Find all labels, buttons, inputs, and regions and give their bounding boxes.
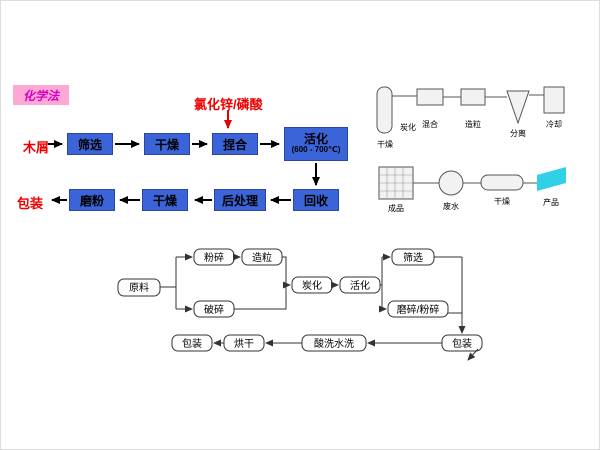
phys-flow-labels: 原料 粉碎 造粒 破碎 炭化 活化 筛选 磨碎/粉碎 包装 酸洗水洗 烘干 包装 <box>129 251 472 350</box>
label-carbonize: 炭化 <box>302 279 322 292</box>
label-acid-wash: 酸洗水洗 <box>314 337 354 350</box>
input-material-label: 木屑 <box>23 140 50 155</box>
mixer-unit <box>416 88 444 106</box>
process-box-grind: 磨粉 <box>69 189 115 211</box>
phys-flow-lines <box>160 253 479 361</box>
label-waste-water: 废水 <box>443 201 459 211</box>
carbonization-column <box>376 86 393 134</box>
cyclone-separator <box>506 90 530 125</box>
label-cool: 冷却 <box>546 119 562 129</box>
packing-label: 包装 <box>17 196 44 211</box>
label-pulverize: 粉碎 <box>204 251 224 264</box>
process-box-sieve: 筛选 <box>67 133 113 155</box>
process-box-recovery: 回收 <box>293 189 339 211</box>
label-carbonize: 炭化 <box>400 122 416 132</box>
cooler-unit <box>543 86 565 114</box>
label-raw-material: 原料 <box>129 281 149 294</box>
process-box-activation: 活化 (600 - 700℃) <box>284 127 348 161</box>
label-activate: 活化 <box>350 279 370 292</box>
box-pack-left <box>171 334 213 352</box>
label-separate: 分离 <box>510 128 526 138</box>
label-granulate: 造粒 <box>465 119 481 129</box>
activation-title: 活化 <box>303 132 328 146</box>
process-box-dry-1: 干燥 <box>144 133 190 155</box>
label-grind: 磨碎/粉碎 <box>397 303 440 316</box>
rotary-dryer <box>480 174 524 191</box>
label-finished: 成品 <box>388 203 404 213</box>
activation-temperature: (600 - 700℃) <box>291 145 341 155</box>
method-badge: 化学法 <box>13 85 69 105</box>
product-flag-icon <box>537 167 566 191</box>
label-pack-left: 包装 <box>182 337 202 350</box>
label-crush: 破碎 <box>204 303 224 316</box>
label-product: 产品 <box>543 197 559 207</box>
process-box-dry-2: 干燥 <box>142 189 188 211</box>
reagent-label: 氯化锌/磷酸 <box>194 97 263 112</box>
process-box-knead: 捏合 <box>212 133 258 155</box>
label-granulate: 造粒 <box>252 251 272 264</box>
process-box-post-treatment: 后处理 <box>214 189 266 211</box>
hand-drawn-arrow <box>467 348 479 361</box>
label-dry-2: 干燥 <box>494 197 510 206</box>
granulator-unit <box>460 88 486 106</box>
label-dry: 烘干 <box>234 338 254 350</box>
equipment-labels: 炭化 干燥 混合 造粒 分离 冷却 成品 废水 干燥 产品 <box>377 119 562 213</box>
label-dry-1: 干燥 <box>377 140 393 149</box>
box-grind <box>387 300 449 318</box>
label-pack-right: 包装 <box>452 337 472 350</box>
settling-vessel <box>438 170 464 196</box>
equipment-diagram: 炭化 干燥 混合 造粒 分离 冷却 成品 废水 干燥 产品 <box>376 86 566 213</box>
physical-flowchart: 原料 粉碎 造粒 破碎 炭化 活化 筛选 磨碎/粉碎 包装 酸洗水洗 烘干 包装 <box>117 248 483 361</box>
pipe-lines <box>392 94 544 184</box>
label-mix: 混合 <box>422 119 438 129</box>
tank-grid-lines <box>379 167 413 199</box>
label-sieve: 筛选 <box>403 251 423 264</box>
